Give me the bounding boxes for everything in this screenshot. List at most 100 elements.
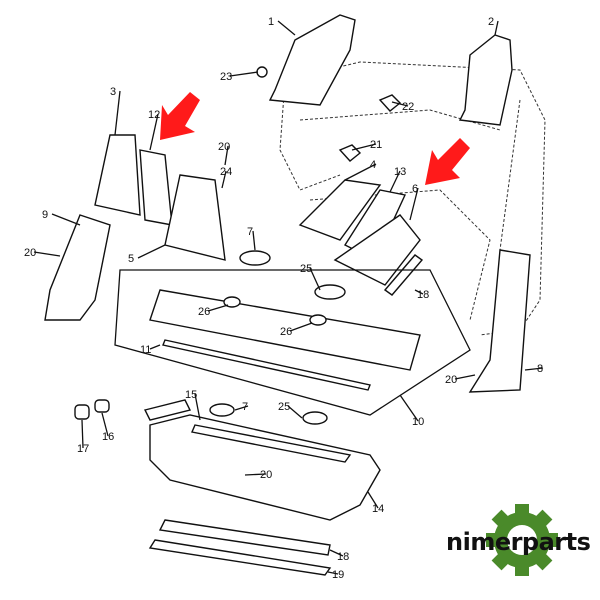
callout-leader-line <box>389 170 401 193</box>
part-17-bushing <box>74 404 90 420</box>
callout-leader-line <box>33 251 61 257</box>
callout-leader-line <box>309 267 321 291</box>
callout-label-1: 1 <box>268 16 274 28</box>
part-8-duct <box>468 249 531 393</box>
callout-leader-line <box>287 405 303 419</box>
callout-leader-line <box>234 405 249 411</box>
callout-leader-line <box>149 113 159 151</box>
callout-label-24: 24 <box>220 166 232 178</box>
part-11-bar <box>149 289 421 371</box>
callout-label-18: 18 <box>417 289 429 301</box>
callout-leader-line <box>367 491 379 509</box>
part-25-grommet-2 <box>302 411 328 425</box>
callout-leader-line <box>244 473 267 476</box>
callout-leader-line <box>252 230 256 251</box>
part-6-housing <box>333 214 421 286</box>
callout-label-26: 26 <box>198 306 210 318</box>
part-19-strip <box>148 539 332 576</box>
callout-leader-line <box>277 20 296 36</box>
callout-leader-line <box>494 20 499 36</box>
callout-leader-line <box>289 322 313 332</box>
part-14-tray <box>149 414 381 521</box>
logo-text: nimerparts <box>446 528 591 556</box>
part-7-grommet-2 <box>209 403 235 417</box>
part-5-housing <box>164 174 226 261</box>
callout-leader-line <box>329 549 344 557</box>
callout-label-3: 3 <box>110 86 116 98</box>
callout-label-16: 16 <box>102 431 114 443</box>
part-7-grommet <box>239 250 271 266</box>
cab-outline <box>279 61 546 336</box>
callout-leader-line <box>344 163 377 181</box>
callout-label-6: 6 <box>412 183 418 195</box>
callout-leader-line <box>51 213 81 226</box>
red-arrow-right <box>425 138 470 185</box>
callout-label-22: 22 <box>402 101 414 113</box>
callout-label-4: 4 <box>370 159 376 171</box>
part-22-clip <box>378 94 402 112</box>
part-21-clip <box>338 144 362 162</box>
callout-label-8: 8 <box>537 363 543 375</box>
part-12-filter <box>139 149 173 226</box>
callout-leader-line <box>351 143 377 151</box>
callout-leader-line <box>194 393 201 421</box>
callout-label-26: 26 <box>280 326 292 338</box>
callout-label-19: 19 <box>332 569 344 581</box>
part-9-duct <box>44 214 111 321</box>
callout-leader-line <box>207 304 229 312</box>
callout-label-12: 12 <box>148 109 160 121</box>
callout-leader-line <box>137 244 166 259</box>
callout-leader-line <box>409 187 419 221</box>
callout-label-17: 17 <box>77 443 89 455</box>
callout-label-13: 13 <box>394 166 406 178</box>
part-11-rod <box>162 339 371 391</box>
callout-leader-line <box>391 101 409 107</box>
callout-leader-line <box>229 71 259 77</box>
part-25-grommet <box>314 284 346 300</box>
part-2-bracket <box>458 34 513 126</box>
red-arrow-left <box>160 92 200 140</box>
callout-leader-line <box>101 412 109 437</box>
callout-label-5: 5 <box>128 253 134 265</box>
callout-label-10: 10 <box>412 416 424 428</box>
callout-label-2: 2 <box>488 16 494 28</box>
callout-leader-line <box>399 394 419 422</box>
callout-label-14: 14 <box>372 503 384 515</box>
part-18-strip <box>383 254 424 296</box>
callout-label-9: 9 <box>42 209 48 221</box>
part-4-filter <box>298 179 382 241</box>
logo-gear-icon <box>486 504 558 576</box>
callout-label-7: 7 <box>247 226 253 238</box>
part-26-plug-2 <box>309 314 327 326</box>
callout-label-15: 15 <box>185 389 197 401</box>
callout-label-20: 20 <box>445 374 457 386</box>
part-1-bracket <box>268 14 356 106</box>
callout-leader-line <box>454 374 476 380</box>
part-16-bushing <box>94 399 110 413</box>
callout-label-20: 20 <box>24 247 36 259</box>
callout-label-18: 18 <box>337 551 349 563</box>
callout-leader-line <box>81 419 84 449</box>
callout-label-7: 7 <box>242 401 248 413</box>
callout-leader-line <box>224 145 229 166</box>
part-23-bolt <box>256 66 268 78</box>
callout-leader-line <box>524 367 544 371</box>
callout-leader-line <box>114 90 121 136</box>
callout-label-20: 20 <box>260 469 272 481</box>
part-10-panel-box <box>114 269 471 416</box>
callout-label-23: 23 <box>220 71 232 83</box>
callout-label-25: 25 <box>300 263 312 275</box>
part-18-seal <box>158 519 331 556</box>
callout-leader-line <box>149 344 161 350</box>
callout-label-25: 25 <box>278 401 290 413</box>
part-15-strip <box>191 424 352 463</box>
callout-label-21: 21 <box>370 139 382 151</box>
callout-leader-line <box>327 571 339 575</box>
callout-label-11: 11 <box>140 344 151 356</box>
callout-label-20: 20 <box>218 141 230 153</box>
part-3-filter <box>94 134 141 216</box>
part-15-strip-2 <box>143 399 192 421</box>
part-26-plug <box>223 296 241 308</box>
callout-leader-line <box>221 170 227 189</box>
